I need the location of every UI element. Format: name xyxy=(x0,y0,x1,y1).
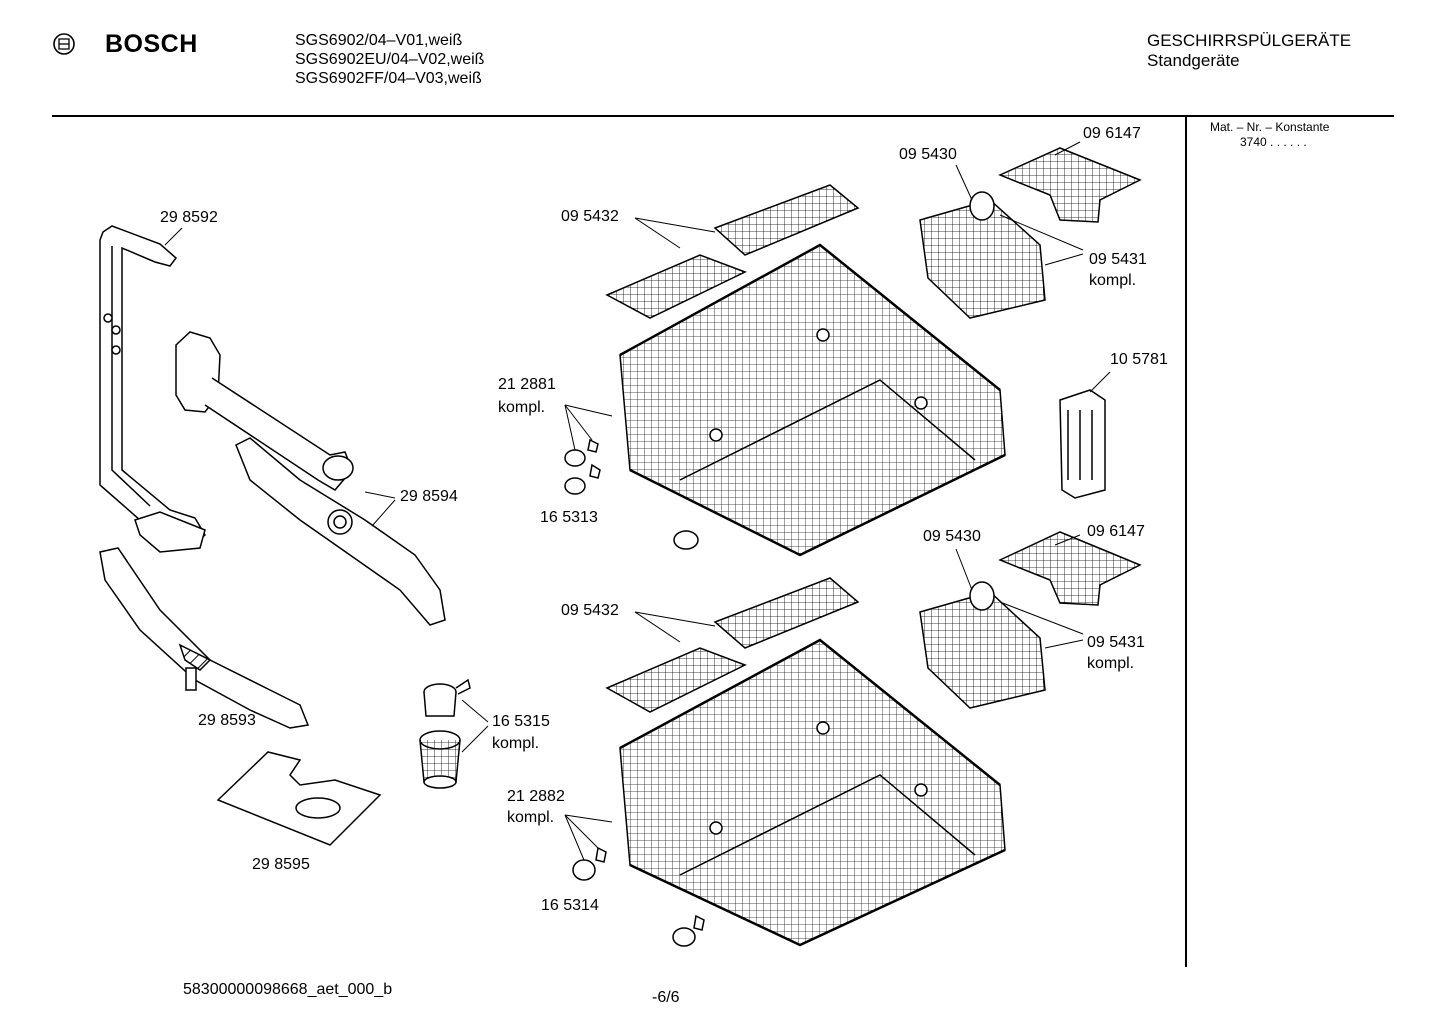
part-label-165315-sub: kompl. xyxy=(492,735,540,752)
model-line-3: SGS6902FF/04–V03,weiß xyxy=(295,70,482,87)
lower-spray-arm-drawing xyxy=(100,548,308,728)
middle-spray-arm-drawing xyxy=(176,332,445,625)
part-label-095432-lower: 09 5432 xyxy=(561,602,619,619)
upper-basket-drawing xyxy=(607,185,1005,555)
part-label-212881-sub: kompl. xyxy=(498,399,546,416)
sidebar-divider xyxy=(1185,117,1187,967)
category-subtitle: Standgeräte xyxy=(1147,51,1240,70)
part-label-095431-lower-sub: kompl. xyxy=(1087,655,1135,672)
document-id: 58300000098668_aet_000_b xyxy=(183,981,393,998)
part-label-095431-upper-sub: kompl. xyxy=(1089,272,1137,289)
leader-lines xyxy=(165,142,1110,860)
part-label-298593: 29 8593 xyxy=(198,712,256,729)
model-line-1: SGS6902/04–V01,weiß xyxy=(295,32,463,49)
part-label-095431-upper: 09 5431 xyxy=(1089,251,1147,268)
category-block: GESCHIRRSPÜLGERÄTE Standgeräte xyxy=(1147,31,1351,71)
upper-spray-pipe-drawing xyxy=(100,226,205,552)
part-label-165314: 16 5314 xyxy=(541,897,599,914)
upper-wheels-drawing xyxy=(565,440,698,549)
page-number: -6/6 xyxy=(652,989,680,1006)
lower-wheels-drawing xyxy=(573,848,704,946)
part-label-298594: 29 8594 xyxy=(400,488,458,505)
lower-cutlery-basket-drawing xyxy=(920,532,1140,708)
part-label-298592: 29 8592 xyxy=(160,209,218,226)
part-label-096147-lower: 09 6147 xyxy=(1087,523,1145,540)
part-label-212882-sub: kompl. xyxy=(507,809,555,826)
filter-plate-drawing xyxy=(218,752,380,845)
lower-basket-drawing xyxy=(607,578,1005,945)
filter-cylinder-drawing xyxy=(420,680,470,788)
part-label-095431-lower: 09 5431 xyxy=(1087,634,1145,651)
mat-number-value: 3740 . . . . . . xyxy=(1240,135,1307,149)
part-label-165313: 16 5313 xyxy=(540,509,598,526)
upper-cutlery-basket-drawing xyxy=(920,148,1140,498)
part-label-165315: 16 5315 xyxy=(492,713,550,730)
mat-number-label: Mat. – Nr. – Konstante xyxy=(1210,120,1330,134)
part-label-095432-upper: 09 5432 xyxy=(561,208,619,225)
model-line-2: SGS6902EU/04–V02,weiß xyxy=(295,51,485,68)
model-list: SGS6902/04–V01,weiß SGS6902EU/04–V02,wei… xyxy=(295,31,484,88)
part-label-096147-upper: 09 6147 xyxy=(1083,125,1141,142)
part-label-095430-lower: 09 5430 xyxy=(923,528,981,545)
brand-name: BOSCH xyxy=(105,30,198,58)
part-label-298595: 29 8595 xyxy=(252,856,310,873)
part-label-212881: 21 2881 xyxy=(498,376,556,393)
category-title: GESCHIRRSPÜLGERÄTE xyxy=(1147,31,1352,50)
part-label-095430-upper: 09 5430 xyxy=(899,146,957,163)
part-label-105781: 10 5781 xyxy=(1110,351,1168,368)
bosch-logo-icon xyxy=(54,34,74,54)
part-label-212882: 21 2882 xyxy=(507,788,565,805)
header-divider xyxy=(52,115,1394,117)
